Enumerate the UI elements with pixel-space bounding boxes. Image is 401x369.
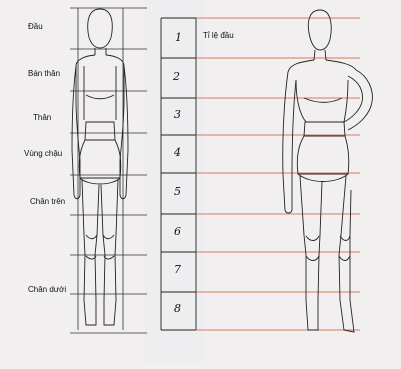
scale-number-2: 2 bbox=[173, 70, 180, 83]
scale-number-7: 7 bbox=[174, 263, 181, 276]
label-pelvis: Vùng chậu bbox=[24, 149, 62, 158]
scale-number-6: 6 bbox=[174, 225, 181, 238]
label-upper-leg: Chân trên bbox=[30, 197, 65, 206]
label-torso: Thân bbox=[33, 113, 51, 122]
scale-number-3: 3 bbox=[174, 108, 181, 121]
scale-number-5: 5 bbox=[174, 185, 181, 198]
label-bust: Bán thân bbox=[28, 69, 60, 78]
scale-number-8: 8 bbox=[174, 302, 181, 315]
label-lower-leg: Chân dưới bbox=[28, 285, 66, 294]
scale-number-1: 1 bbox=[175, 31, 182, 44]
scale-number-4: 4 bbox=[174, 146, 181, 159]
label-head: Đầu bbox=[28, 22, 43, 31]
scale-header: Tỉ lệ đầu bbox=[203, 31, 234, 40]
